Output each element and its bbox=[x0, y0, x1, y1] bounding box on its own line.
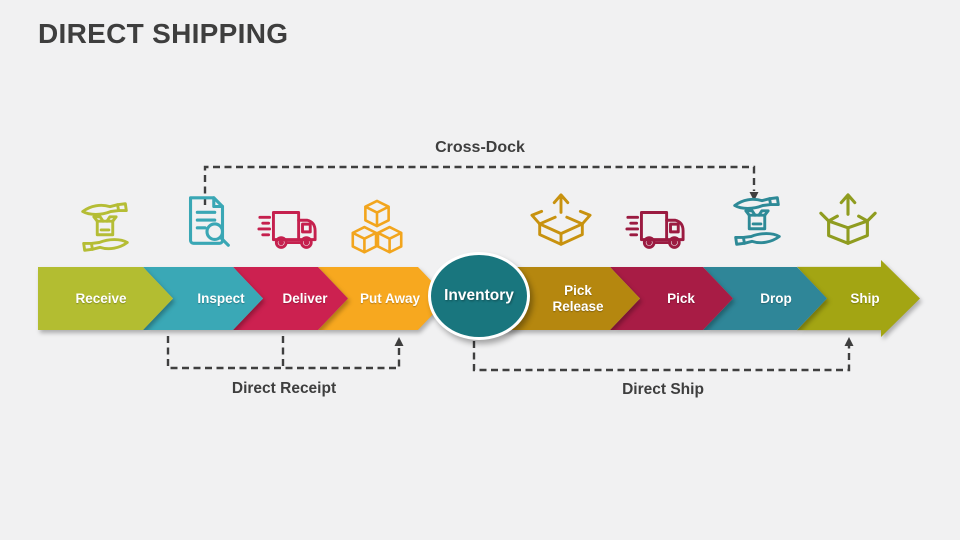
fast-truck-icon bbox=[256, 197, 318, 259]
direct-receipt-connector bbox=[166, 336, 401, 370]
fast-truck-icon bbox=[624, 197, 686, 259]
process-step-label: Drop bbox=[760, 290, 792, 306]
hands-box-icon bbox=[74, 196, 136, 258]
process-step-label: Put Away bbox=[359, 290, 421, 306]
inventory-label: Inventory bbox=[444, 287, 514, 304]
process-step-arrow bbox=[38, 267, 173, 330]
direct-receipt-label: Direct Receipt bbox=[231, 380, 337, 397]
inventory-hub: Inventory bbox=[428, 252, 530, 340]
hands-box-icon bbox=[726, 190, 788, 252]
document-search-icon bbox=[176, 191, 238, 253]
process-step-label: Receive bbox=[75, 290, 127, 306]
process-step-label: Deliver bbox=[282, 290, 328, 306]
process-step-label: Inspect bbox=[197, 290, 245, 306]
process-step-label: Pick Release bbox=[552, 282, 604, 314]
cross-dock-label: Cross-Dock bbox=[435, 139, 525, 156]
page-title: DIRECT SHIPPING bbox=[38, 18, 289, 49]
stacked-cubes-icon bbox=[346, 198, 408, 260]
process-step-label: Pick bbox=[667, 290, 695, 306]
open-box-release-icon bbox=[530, 191, 592, 253]
direct-ship-connector bbox=[472, 341, 851, 372]
process-step-arrow-shape bbox=[38, 267, 173, 330]
carton-ship-icon bbox=[817, 190, 879, 252]
direct-receipt-arrowhead bbox=[394, 337, 404, 346]
process-step-label: Ship bbox=[850, 290, 880, 306]
direct-ship-arrowhead bbox=[844, 337, 854, 346]
direct-ship-label: Direct Ship bbox=[622, 381, 704, 398]
